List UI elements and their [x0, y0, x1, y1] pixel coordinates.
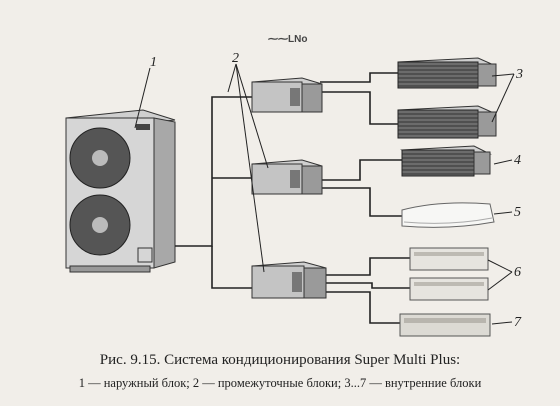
- label-indoor-wall: 5: [514, 205, 521, 220]
- figure-caption-title: Рис. 9.15. Система кондиционирования Sup…: [99, 352, 461, 368]
- label-intermediate-units: 2: [232, 51, 239, 66]
- label-indoor-floor-pair: 6: [514, 265, 521, 280]
- intermediate-unit-middle: [251, 159, 323, 195]
- indoor-wall-unit: [401, 202, 495, 228]
- label-indoor-duct-pair: 3: [515, 67, 523, 82]
- intermediate-unit-bottom: [251, 261, 327, 299]
- indoor-duct-unit-2: [397, 105, 497, 139]
- indoor-ceiling-unit: [399, 313, 491, 337]
- label-indoor-cassette: 7: [514, 315, 522, 330]
- indoor-floor-unit-2: [409, 277, 489, 301]
- label-indoor-duct-single: 4: [514, 153, 521, 168]
- indoor-floor-unit-1: [409, 247, 489, 271]
- intermediate-unit-top: [251, 77, 323, 113]
- outdoor-unit: [65, 109, 176, 273]
- figure-caption-legend: 1 — наружный блок; 2 — промежуточные бло…: [78, 376, 482, 390]
- leader-lines: [134, 63, 515, 325]
- indoor-duct-unit-3: [400, 145, 492, 177]
- refrigerant-pipes: [175, 72, 410, 324]
- watermark-logo: ⁓⁓LNo: [268, 34, 308, 45]
- indoor-duct-unit-1: [397, 57, 497, 89]
- label-outdoor-unit: 1: [150, 55, 157, 70]
